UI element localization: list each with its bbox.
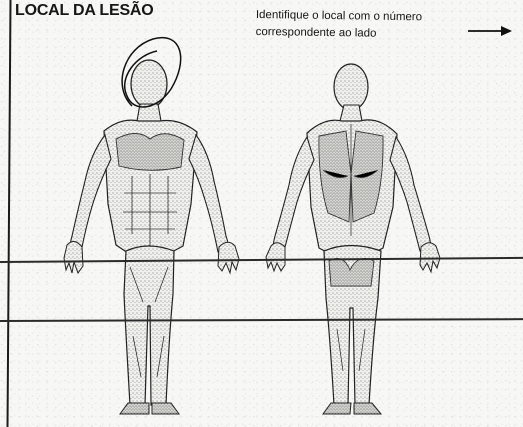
left-page-border [7, 0, 12, 427]
right-arrow-icon [466, 23, 514, 39]
front-anatomy-figure [64, 60, 239, 414]
instruction-line-2: correspondente ao lado [256, 24, 486, 44]
instruction-text: Identifique o local com o número corresp… [256, 7, 486, 44]
back-anatomy-figure [266, 64, 440, 414]
horizontal-rule-upper [0, 257, 523, 263]
handwritten-head-circle [122, 38, 181, 107]
horizontal-rule-lower [0, 318, 523, 322]
page-title: LOCAL DA LESÃO [15, 2, 154, 20]
